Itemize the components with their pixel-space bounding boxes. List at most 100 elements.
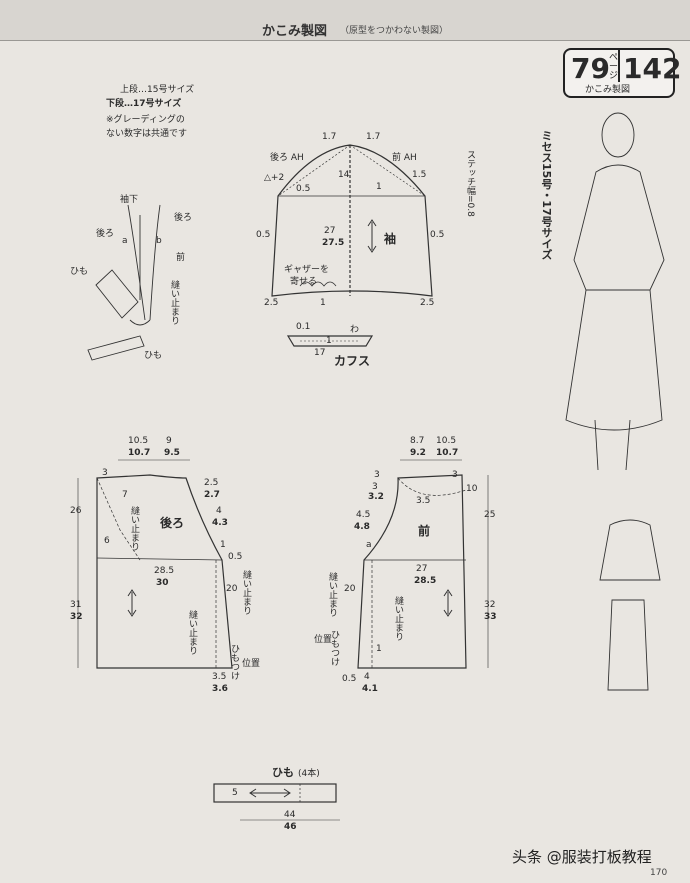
dimension-lines	[77, 459, 489, 821]
detail-front-label: 前	[176, 253, 186, 263]
front-dim-20: 20	[344, 584, 356, 594]
front-dim-3.5: 3.5	[416, 496, 431, 506]
legend-line-1: 上段…15号サイズ	[120, 85, 195, 95]
detail-sleeve-under: 袖下	[120, 195, 139, 205]
detail-a: a	[122, 236, 128, 246]
front-stop-2: 縫い止まり	[393, 596, 403, 641]
back-width-1: 10.5	[128, 436, 149, 446]
sleeve-piece	[271, 144, 433, 297]
sleeve-gather-1: ギャザーを	[284, 265, 330, 275]
legend-line-3: ※グレーディングの	[106, 115, 185, 125]
sleeve-dim-tri: △+2	[264, 173, 285, 183]
back-stop-1: 縫い止まり	[129, 506, 139, 551]
watermark: 头条 @服装打板教程	[512, 848, 652, 866]
sleeve-dim-14: 14	[338, 170, 350, 180]
front-dim-4.5: 4.5	[356, 510, 371, 520]
front-len-32: 32	[484, 600, 496, 610]
tie-piece	[213, 783, 337, 803]
back-stop-2: 縫い止まり	[241, 570, 251, 615]
detail-b: b	[156, 236, 162, 246]
sleeve-dim-1-bottom: 1	[320, 298, 326, 308]
back-dim-6: 6	[104, 536, 110, 546]
back-len-31: 31	[70, 600, 82, 610]
header-subtitle: （原型をつかわない製図）	[340, 26, 449, 36]
back-dim-4.3: 4.3	[212, 518, 228, 528]
front-width-1: 8.7	[410, 436, 425, 446]
front-dim-4.1: 4.1	[362, 684, 378, 694]
sleeve-dim-1.7-right: 1.7	[366, 132, 381, 142]
sleeve-dim-0.5-left: 0.5	[256, 230, 271, 240]
sleeve-gather-2: 寄せる	[290, 277, 318, 287]
sleeve-dim-1.7-left: 1.7	[322, 132, 337, 142]
back-dim-7: 7	[122, 490, 128, 500]
front-position: 位置	[314, 635, 333, 645]
box-divider	[618, 50, 620, 82]
front-dim-a: a	[366, 540, 372, 550]
front-dim-3.2: 3.2	[368, 492, 384, 502]
back-width-1b: 10.7	[128, 448, 151, 458]
sleeve-dim-0.5: 0.5	[296, 184, 311, 194]
header-title: かこみ製図	[262, 24, 328, 39]
back-dim-20: 20	[226, 584, 238, 594]
back-dim-3.6: 3.6	[212, 684, 228, 694]
front-width-2b: 10.7	[436, 448, 459, 458]
pattern-number: 142	[623, 52, 682, 85]
front-width-1b: 9.2	[410, 448, 426, 458]
page-unit: ページ	[609, 53, 619, 81]
cuff-dim-17: 17	[314, 348, 326, 358]
back-dim-3.5: 3.5	[212, 672, 227, 682]
sleeve-dim-27.5: 27.5	[322, 238, 345, 248]
back-dim-2.7: 2.7	[204, 490, 220, 500]
front-dim-4.8: 4.8	[354, 522, 370, 532]
sleeve-dim-27: 27	[324, 226, 336, 236]
detail-tie-1: ひも	[70, 267, 89, 277]
front-stop-1: 縫い止まり	[327, 572, 337, 617]
model-size-label: ミセス15号・17号サイズ	[540, 130, 553, 260]
sleeve-dim-1: 1	[376, 182, 382, 192]
front-width-2: 10.5	[436, 436, 457, 446]
tie-count: (4本)	[298, 769, 320, 779]
legend-line-2: 下段…17号サイズ	[106, 99, 182, 109]
back-tie-pos: ひもつけ	[229, 644, 239, 680]
back-dim-0.5: 0.5	[228, 552, 243, 562]
back-dim-4: 4	[216, 506, 222, 516]
sleeve-dim-2.5-left: 2.5	[264, 298, 279, 308]
detail-stop: 縫い止まり	[169, 280, 179, 325]
page-number: 79	[571, 52, 610, 85]
page-box-caption: かこみ製図	[585, 82, 631, 95]
front-len-33: 33	[484, 612, 497, 622]
back-dim-3: 3	[102, 468, 108, 478]
header-band: かこみ製図 （原型をつかわない製図）	[0, 0, 690, 41]
back-dim-2.5: 2.5	[204, 478, 219, 488]
front-tie-pos: ひもつけ	[329, 630, 339, 666]
cuff-piece	[286, 335, 374, 347]
model-illustration	[565, 112, 665, 691]
sleeve-stitch: ステッチ幅=0.8	[465, 150, 475, 217]
sleeve-dim-2.5-right: 2.5	[420, 298, 435, 308]
tie-dim-46: 46	[284, 822, 297, 832]
back-stop-3: 縫い止まり	[187, 610, 197, 655]
back-len-26: 26	[70, 506, 82, 516]
front-dim-28.5: 28.5	[414, 576, 437, 586]
cuff-dim-1: 1	[326, 336, 332, 346]
tie-title: ひも	[272, 766, 294, 779]
detail-back-label-2: 後ろ	[96, 229, 115, 239]
front-len-25: 25	[484, 510, 496, 520]
sleeve-title: 袖	[384, 232, 397, 246]
sleeve-dim-1.5: 1.5	[412, 170, 427, 180]
back-len-32: 32	[70, 612, 83, 622]
back-dim-30: 30	[156, 578, 169, 588]
page-number-box: 79 ページ 142 かこみ製図	[563, 48, 681, 98]
front-dim-3: 3	[372, 482, 378, 492]
front-dim-0.5: 0.5	[342, 674, 357, 684]
back-title: 後ろ	[160, 516, 185, 530]
detail-tie-2: ひも	[144, 351, 163, 361]
back-position: 位置	[242, 659, 261, 669]
tie-dim-5: 5	[232, 788, 238, 798]
front-dim-3b: 3	[452, 470, 458, 480]
folio: 170	[650, 868, 668, 878]
tie-dim-44: 44	[284, 810, 296, 820]
cuff-dim-0.1: 0.1	[296, 322, 311, 332]
